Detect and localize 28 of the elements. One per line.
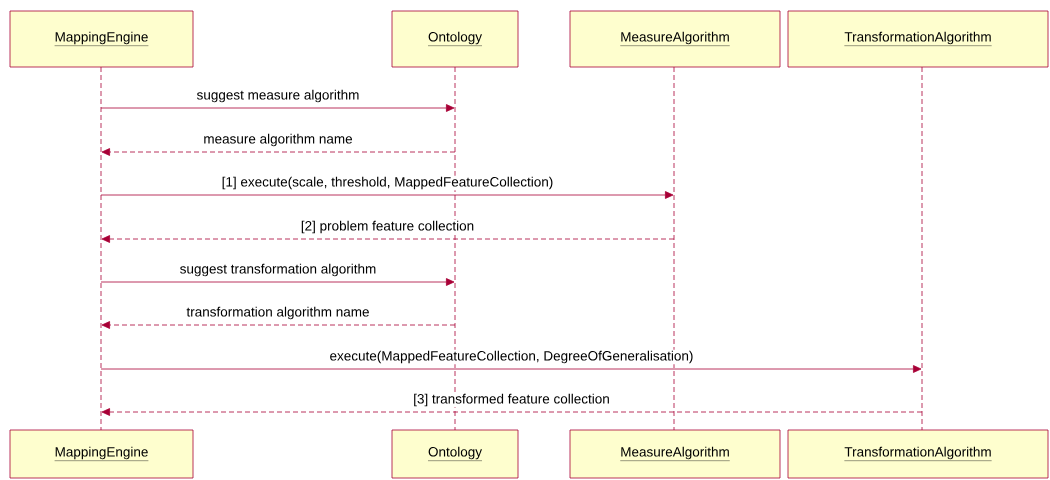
participant-box: TransformationAlgorithm bbox=[787, 429, 1049, 479]
message-label: execute(MappedFeatureCollection, DegreeOfGeneralisation) bbox=[328, 349, 695, 365]
message-arrow bbox=[101, 235, 675, 243]
message-label: transformation algorithm name bbox=[185, 305, 371, 321]
participant-box: MappingEngine bbox=[9, 10, 194, 68]
participant-box: MeasureAlgorithm bbox=[569, 429, 781, 479]
message-label: [2] problem feature collection bbox=[299, 219, 476, 235]
participant-box: MeasureAlgorithm bbox=[569, 10, 781, 68]
message-label: measure algorithm name bbox=[202, 132, 354, 148]
message-arrow bbox=[100, 104, 455, 112]
message-arrow bbox=[100, 191, 674, 199]
message-label: suggest measure algorithm bbox=[195, 88, 361, 104]
participant-box: Ontology bbox=[391, 10, 519, 68]
message-label: suggest transformation algorithm bbox=[178, 262, 378, 278]
lifeline bbox=[100, 66, 102, 431]
message-arrow bbox=[101, 408, 923, 416]
message-arrow bbox=[101, 321, 456, 329]
participant-box: TransformationAlgorithm bbox=[787, 10, 1049, 68]
lifeline bbox=[921, 66, 923, 431]
lifeline bbox=[673, 66, 675, 431]
participant-box: Ontology bbox=[391, 429, 519, 479]
participant-box: MappingEngine bbox=[9, 429, 194, 479]
message-arrow bbox=[101, 148, 456, 156]
message-arrow bbox=[100, 278, 455, 286]
message-label: [1] execute(scale, threshold, MappedFeatureCollection) bbox=[220, 175, 555, 191]
message-arrow bbox=[100, 365, 922, 373]
lifeline bbox=[454, 66, 456, 431]
message-label: [3] transformed feature collection bbox=[412, 392, 611, 408]
